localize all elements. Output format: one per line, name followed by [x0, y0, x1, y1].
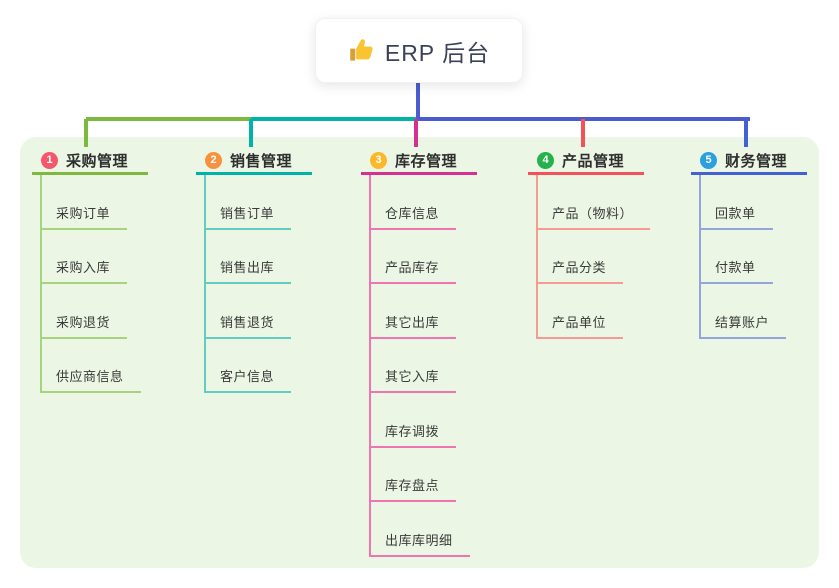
child-node-label[interactable]: 销售出库 — [206, 257, 292, 284]
child-node: 出库库明细 — [371, 502, 470, 557]
branch-children: 销售订单销售出库销售退货客户信息 — [204, 175, 292, 393]
child-node-label[interactable]: 客户信息 — [206, 366, 292, 393]
branch-children: 仓库信息产品库存其它出库其它入库库存调拨库存盘点出库库明细 — [369, 175, 470, 557]
thumbs-up-icon — [350, 39, 373, 61]
branch-drop-connector — [744, 119, 748, 147]
branch-title[interactable]: 5 财务管理 — [691, 149, 807, 175]
branch-title-label: 库存管理 — [395, 153, 458, 170]
child-node-label[interactable]: 付款单 — [701, 257, 773, 284]
branch-title[interactable]: 4 产品管理 — [528, 149, 644, 175]
branch-number-badge: 5 — [700, 152, 717, 169]
root-node[interactable]: ERP 后台 — [315, 18, 523, 83]
child-node: 采购入库 — [42, 230, 141, 284]
branch-number-badge: 3 — [370, 152, 387, 169]
child-node-label[interactable]: 其它出库 — [371, 312, 457, 339]
root-node-label: ERP 后台 — [384, 39, 491, 66]
child-node: 其它入库 — [371, 339, 470, 393]
branch-children: 回款单付款单结算账户 — [699, 175, 787, 339]
child-node-label[interactable]: 出库库明细 — [371, 530, 470, 557]
branch-title[interactable]: 1 采购管理 — [32, 149, 148, 175]
child-node: 产品库存 — [371, 230, 470, 284]
branch-children: 产品（物料） 产品分类产品单位 — [536, 175, 651, 339]
branch-drop-connector — [414, 119, 418, 147]
child-node: 供应商信息 — [42, 339, 141, 393]
branch-number-badge: 2 — [205, 152, 222, 169]
child-node: 客户信息 — [206, 339, 292, 393]
branch: 5 财务管理 回款单付款单结算账户 — [691, 149, 807, 339]
child-node-label[interactable]: 供应商信息 — [42, 366, 141, 393]
branch-title[interactable]: 2 销售管理 — [196, 149, 312, 175]
child-node: 产品分类 — [538, 230, 650, 284]
branch-title[interactable]: 3 库存管理 — [361, 149, 477, 175]
child-node: 库存盘点 — [371, 448, 470, 502]
branch-children: 采购订单采购入库采购退货供应商信息 — [40, 175, 141, 393]
branch-title-label: 采购管理 — [66, 153, 129, 170]
branch-drop-connector — [249, 119, 253, 147]
child-node-label[interactable]: 销售退货 — [206, 312, 292, 339]
child-node: 库存调拨 — [371, 393, 470, 448]
child-node-label[interactable]: 产品库存 — [371, 257, 457, 284]
child-node: 其它出库 — [371, 284, 470, 339]
child-node-label[interactable]: 采购退货 — [42, 312, 128, 339]
child-node-label[interactable]: 结算账户 — [701, 312, 787, 339]
branch: 3 库存管理 仓库信息产品库存其它出库其它入库库存调拨库存盘点出库库明细 — [361, 149, 477, 557]
branch-title-label: 产品管理 — [562, 153, 625, 170]
bus-connector-left — [86, 117, 253, 121]
branch: 2 销售管理 销售订单销售出库销售退货客户信息 — [196, 149, 312, 393]
child-node: 产品单位 — [538, 284, 650, 339]
child-node-label[interactable]: 产品分类 — [538, 257, 624, 284]
root-stem-connector — [416, 83, 420, 121]
child-node: 销售出库 — [206, 230, 292, 284]
child-node: 销售退货 — [206, 284, 292, 339]
child-node-label[interactable]: 采购入库 — [42, 257, 128, 284]
child-node-label[interactable]: 其它入库 — [371, 366, 457, 393]
child-node-label[interactable]: 回款单 — [701, 203, 773, 230]
bus-connector-middle — [251, 117, 418, 121]
branch: 4 产品管理 产品（物料） 产品分类产品单位 — [528, 149, 651, 339]
branch: 1 采购管理 采购订单采购入库采购退货供应商信息 — [32, 149, 148, 393]
branch-drop-connector — [581, 119, 585, 147]
child-node: 结算账户 — [701, 284, 787, 339]
child-node: 销售订单 — [206, 175, 292, 230]
child-node-label[interactable]: 仓库信息 — [371, 203, 457, 230]
child-node: 回款单 — [701, 175, 786, 230]
branch-board: 1 采购管理 采购订单采购入库采购退货供应商信息 2 销售管理 销售订单销售出库… — [20, 137, 819, 568]
branch-title-label: 销售管理 — [230, 153, 293, 170]
child-node: 仓库信息 — [371, 175, 470, 230]
branch-title-label: 财务管理 — [725, 153, 788, 170]
branch-drop-connector — [84, 119, 88, 147]
child-node: 采购退货 — [42, 284, 141, 339]
child-node-label[interactable]: 销售订单 — [206, 203, 292, 230]
child-node-label[interactable]: 产品（物料） — [538, 203, 651, 230]
child-node: 付款单 — [701, 230, 786, 284]
child-node-label[interactable]: 库存调拨 — [371, 421, 457, 448]
child-node-label[interactable]: 产品单位 — [538, 312, 624, 339]
child-node: 采购订单 — [42, 175, 141, 230]
branch-number-badge: 1 — [41, 152, 58, 169]
child-node: 产品（物料） — [538, 175, 651, 230]
child-node-label[interactable]: 库存盘点 — [371, 475, 457, 502]
child-node-label[interactable]: 采购订单 — [42, 203, 128, 230]
branch-number-badge: 4 — [537, 152, 554, 169]
